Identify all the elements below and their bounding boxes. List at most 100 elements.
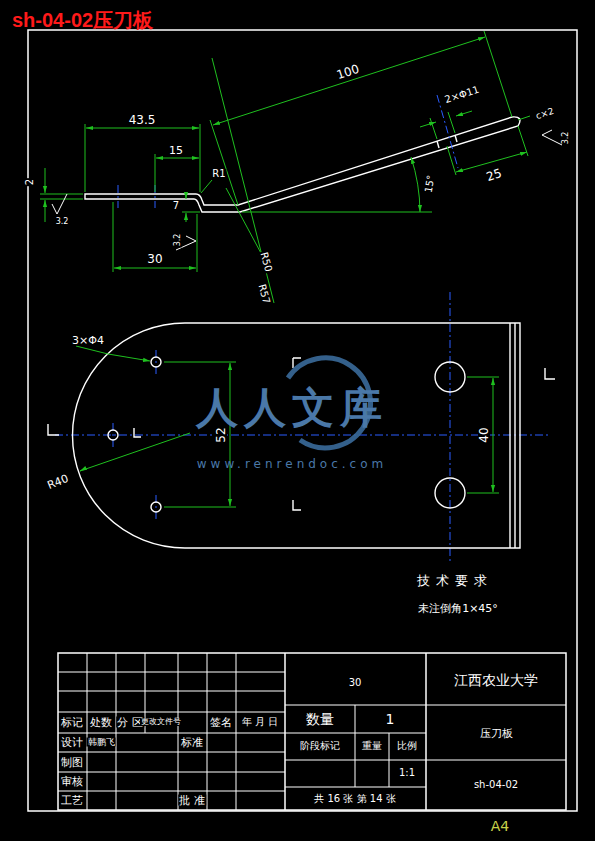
- sheet-size: A4: [490, 819, 510, 833]
- title-block: [236, 653, 237, 810]
- table-cell: 阶段标记: [299, 741, 341, 751]
- plate-plan-view: [73, 323, 521, 548]
- dimension-line: [518, 126, 528, 156]
- dimension-line: [114, 268, 196, 269]
- dimension-line: [226, 188, 262, 255]
- dimension-text: 3×Φ4: [71, 335, 105, 346]
- plate-plan-view: [73, 323, 521, 548]
- plate-plan-view: [151, 502, 161, 512]
- dimension-line: [85, 124, 86, 192]
- dimension-line: [113, 202, 114, 272]
- centerline: [113, 423, 114, 447]
- dimension-line: [411, 157, 420, 212]
- dimension-line: [430, 118, 437, 139]
- dimension-text: 7: [172, 201, 180, 211]
- table-cell: 比例: [396, 741, 418, 751]
- table-cell: 压刀板: [479, 728, 514, 739]
- dimension-line: [80, 433, 190, 471]
- table-cell: 1: [385, 712, 396, 726]
- title-block: [58, 791, 285, 792]
- title-block: [58, 653, 566, 810]
- table-cell: 工艺: [60, 795, 84, 806]
- dimension-text: 15: [168, 145, 184, 156]
- dimension-line: [447, 146, 456, 175]
- title-block: [355, 705, 356, 733]
- roughness-value: 3.2: [55, 218, 70, 226]
- dimension-line: [213, 37, 485, 125]
- dimension-line: [164, 362, 236, 363]
- plate-plan-view: [509, 323, 510, 548]
- centerline: [55, 95, 548, 562]
- table-cell: 30: [348, 678, 363, 688]
- dimension-line: [156, 158, 199, 159]
- dimension-text: R50: [258, 250, 273, 274]
- dimension-line: [197, 214, 198, 272]
- table-cell: 年 月 日: [241, 717, 279, 727]
- dimension-line: [467, 377, 499, 378]
- dimension-line: [40, 199, 83, 200]
- dimension-line: [200, 124, 201, 192]
- title-block: [58, 752, 285, 753]
- title-block: [58, 712, 285, 713]
- dimension-line: [420, 122, 436, 127]
- section-mark: [134, 428, 141, 437]
- dimension-text: 2: [25, 178, 35, 186]
- title-block: [116, 653, 117, 810]
- table-cell: 批 准: [178, 795, 206, 806]
- roughness-symbol: [542, 130, 562, 145]
- centerline: [118, 185, 119, 208]
- table-cell: sh-04-02: [473, 780, 519, 790]
- plate-plan-view: [151, 357, 161, 367]
- title-block: [58, 672, 285, 673]
- section-mark: [545, 368, 555, 379]
- table-cell: 韩鹏飞: [87, 738, 116, 747]
- table-cell: 制图: [60, 757, 84, 768]
- title-block: [425, 653, 427, 810]
- plate-plan-view: [435, 362, 465, 392]
- section-mark: [293, 500, 301, 510]
- dimension-text: 40: [478, 426, 490, 443]
- dimension-line: [40, 194, 83, 195]
- dimension-line: [242, 212, 432, 213]
- dimension-line: [493, 378, 494, 492]
- chamfer-note: c×2: [534, 107, 556, 122]
- dimension-text: 30: [146, 253, 163, 265]
- dimension-line: [186, 213, 187, 222]
- dimension-line: [212, 58, 274, 303]
- table-cell: 审核: [60, 776, 84, 787]
- title-block: [58, 772, 285, 773]
- centerline: [55, 435, 548, 436]
- dimension-line: [201, 180, 212, 193]
- table-cell: 标记: [60, 717, 84, 728]
- plate-plan-view: [435, 478, 465, 508]
- sheet-title: sh-04-02压刀板: [12, 10, 153, 30]
- table-cell: 签名: [209, 717, 233, 728]
- table-cell: 更改文件号: [140, 718, 182, 726]
- title-block: [58, 691, 285, 692]
- roughness-symbol: [52, 194, 67, 214]
- table-cell: 设计: [60, 737, 84, 748]
- dimension-line: [230, 363, 231, 506]
- title-block: [58, 733, 285, 734]
- roughness-value: 3.2: [562, 131, 570, 146]
- title-block: [178, 653, 179, 810]
- centerline: [156, 350, 157, 374]
- dimension-line: [467, 493, 499, 494]
- dimension-line: [186, 192, 187, 199]
- dimension-text: R40: [45, 472, 71, 491]
- dimension-text: 2×Φ11: [443, 84, 482, 105]
- title-block: [355, 733, 356, 787]
- dimension-text: 15°: [423, 173, 436, 194]
- note-text: 未注倒角1×45°: [417, 603, 499, 614]
- bent-plate-view: [455, 135, 457, 142]
- title-block: [389, 733, 390, 787]
- sheet-frame: [28, 30, 577, 811]
- title-block: [87, 653, 88, 810]
- dimension-line: [155, 154, 156, 192]
- centerline: [450, 292, 451, 562]
- watermark: www.renrendoc.com: [196, 458, 388, 470]
- dimension-line: [76, 346, 150, 361]
- table-cell: 处数: [89, 717, 113, 728]
- roughness-symbol: [52, 130, 562, 250]
- centerline: [437, 95, 458, 168]
